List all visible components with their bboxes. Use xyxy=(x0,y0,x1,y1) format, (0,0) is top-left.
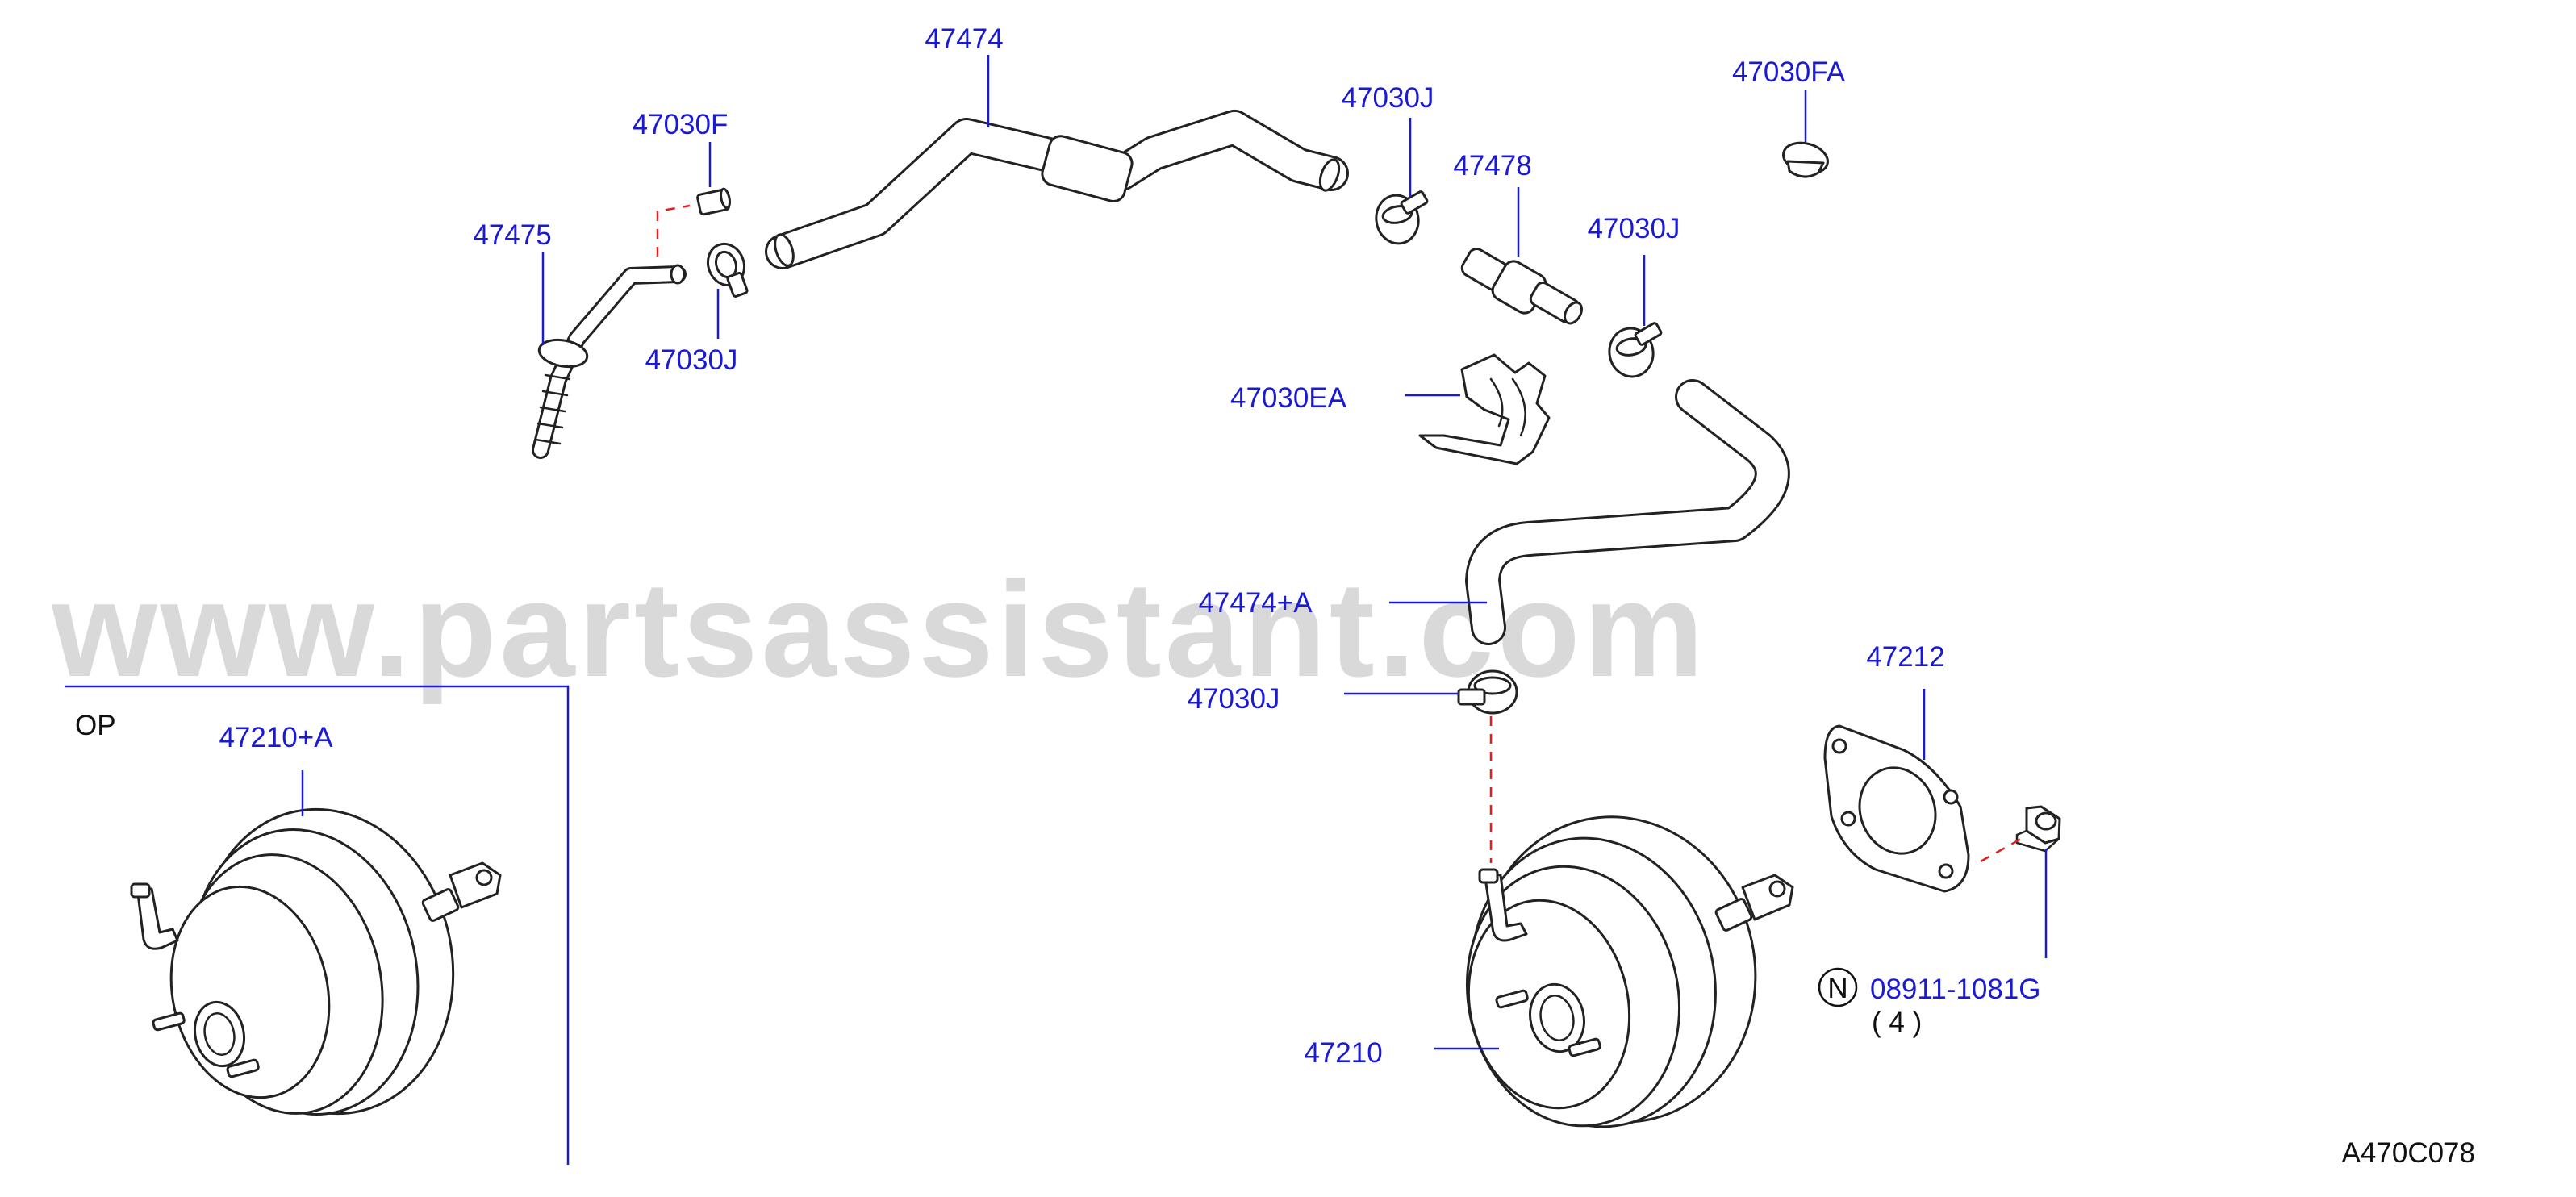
label-47030j-mid: 47030J xyxy=(1588,213,1680,244)
check-valve-47478[interactable] xyxy=(1459,246,1585,327)
bracket-47030ea[interactable] xyxy=(1418,353,1551,465)
label-47474-a: 47474+A xyxy=(1198,587,1313,619)
label-47475: 47475 xyxy=(473,219,551,251)
label-47030fa: 47030FA xyxy=(1732,56,1846,88)
label-47478: 47478 xyxy=(1453,150,1531,181)
diagram-code: A470C078 xyxy=(2342,1137,2475,1169)
option-frame xyxy=(65,685,570,1165)
cap-47030fa[interactable] xyxy=(1780,138,1831,178)
watermark: www.partsassistant.com xyxy=(51,553,1707,705)
label-47030j-top: 47030J xyxy=(1342,82,1434,114)
label-47030ea: 47030EA xyxy=(1230,382,1347,414)
brake-booster-47210[interactable] xyxy=(1443,791,1794,1149)
label-47210-a: 47210+A xyxy=(219,722,333,753)
clamp-47030j-top[interactable] xyxy=(1372,190,1429,247)
hose-47474-a[interactable] xyxy=(1465,379,1790,645)
label-47030j-low: 47030J xyxy=(1188,683,1280,715)
pipe-47475[interactable] xyxy=(532,264,687,459)
label-47474: 47474 xyxy=(925,23,1003,55)
clamp-47030j-low[interactable] xyxy=(1457,669,1518,715)
dash-nut-to-gasket xyxy=(1980,837,2022,863)
leader-lines xyxy=(301,55,2048,1050)
label-47210: 47210 xyxy=(1304,1037,1382,1069)
hose-47474[interactable] xyxy=(765,110,1349,269)
dash-plug-to-pipe xyxy=(656,204,691,256)
note-n-letter: N xyxy=(1827,973,1847,1004)
note-n-symbol xyxy=(1818,967,1858,1007)
gasket-47212[interactable] xyxy=(1823,724,1970,893)
brake-booster-47210-a[interactable] xyxy=(130,786,502,1137)
nut-08911-1081g[interactable] xyxy=(2015,805,2061,853)
label-47030f: 47030F xyxy=(633,109,729,140)
label-47030j-left: 47030J xyxy=(645,344,738,376)
option-label: OP xyxy=(75,710,116,741)
label-08911-1081g: 08911-1081G xyxy=(1870,974,2040,1005)
label-08911-qty: ( 4 ) xyxy=(1872,1007,1922,1038)
clamp-47030j-mid[interactable] xyxy=(1605,322,1663,381)
plug-47030f[interactable] xyxy=(696,187,731,216)
label-47212: 47212 xyxy=(1866,641,1944,673)
clamp-47030j-left[interactable] xyxy=(702,239,749,298)
